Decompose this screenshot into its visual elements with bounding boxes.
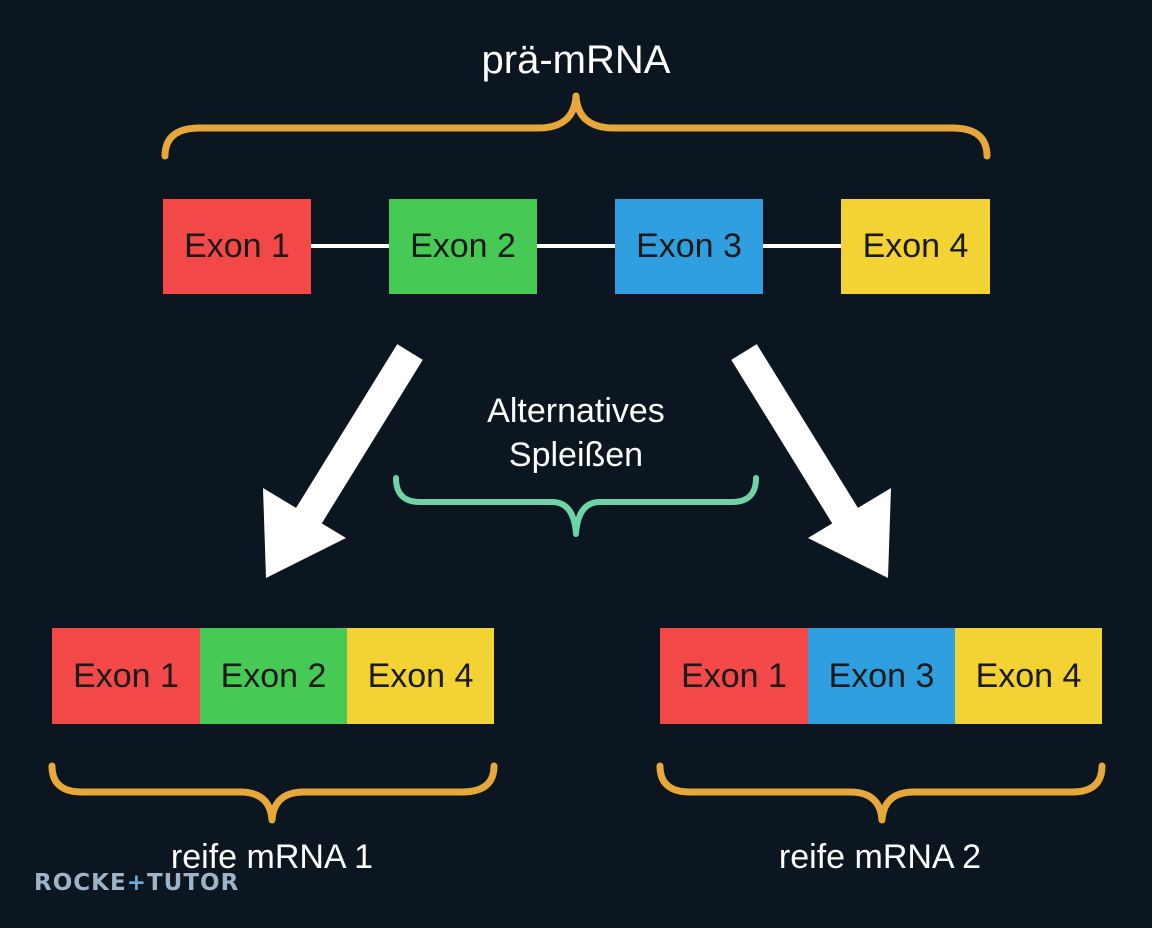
splicing-brace <box>393 475 759 537</box>
arrow-to-mature-1 <box>263 344 423 578</box>
mature-2-exon-2-label: Exon 3 <box>828 656 935 695</box>
brand-logo: ROCKE+TUTOR <box>34 870 239 896</box>
brand-part-2: TUTOR <box>146 870 240 896</box>
pre-exon-2: Exon 2 <box>389 199 537 294</box>
pre-mrna-title: prä-mRNA <box>481 38 671 82</box>
mature-1-exon-2: Exon 2 <box>200 628 347 724</box>
mature-1-label: reife mRNA 1 <box>170 838 374 876</box>
pre-mrna-brace <box>161 92 991 160</box>
mature-2-exon-3: Exon 4 <box>955 628 1102 724</box>
mature-1-exon-1: Exon 1 <box>52 628 200 724</box>
mature-2-label: reife mRNA 2 <box>778 838 982 876</box>
mature-2-exon-2: Exon 3 <box>808 628 955 724</box>
mature-1-exon-1-label: Exon 1 <box>73 656 179 695</box>
mature-2-exon-1-label: Exon 1 <box>681 656 787 695</box>
splicing-label-line-2: Spleißen <box>508 436 644 474</box>
brand-plus: + <box>126 870 147 896</box>
mature-2-exon-3-label: Exon 4 <box>975 656 1082 695</box>
mature-2-brace <box>656 762 1106 824</box>
arrow-to-mature-2 <box>731 344 891 578</box>
mature-1-exon-3-label: Exon 4 <box>367 656 474 695</box>
pre-exon-3-label: Exon 3 <box>636 227 742 265</box>
mature-1-exon-2-label: Exon 2 <box>220 656 327 695</box>
pre-exon-4-label: Exon 4 <box>862 227 969 265</box>
mature-1-exon-3: Exon 4 <box>347 628 494 724</box>
pre-exon-4: Exon 4 <box>841 199 990 294</box>
pre-exon-2-label: Exon 2 <box>410 227 516 265</box>
mature-2-exon-1: Exon 1 <box>660 628 808 724</box>
mature-1-brace <box>48 762 498 824</box>
splicing-label-line-1: Alternatives <box>487 392 665 430</box>
pre-exon-1-label: Exon 1 <box>184 227 290 265</box>
pre-exon-3: Exon 3 <box>615 199 763 294</box>
pre-exon-1: Exon 1 <box>163 199 311 294</box>
brand-part-1: ROCKE <box>34 870 127 896</box>
